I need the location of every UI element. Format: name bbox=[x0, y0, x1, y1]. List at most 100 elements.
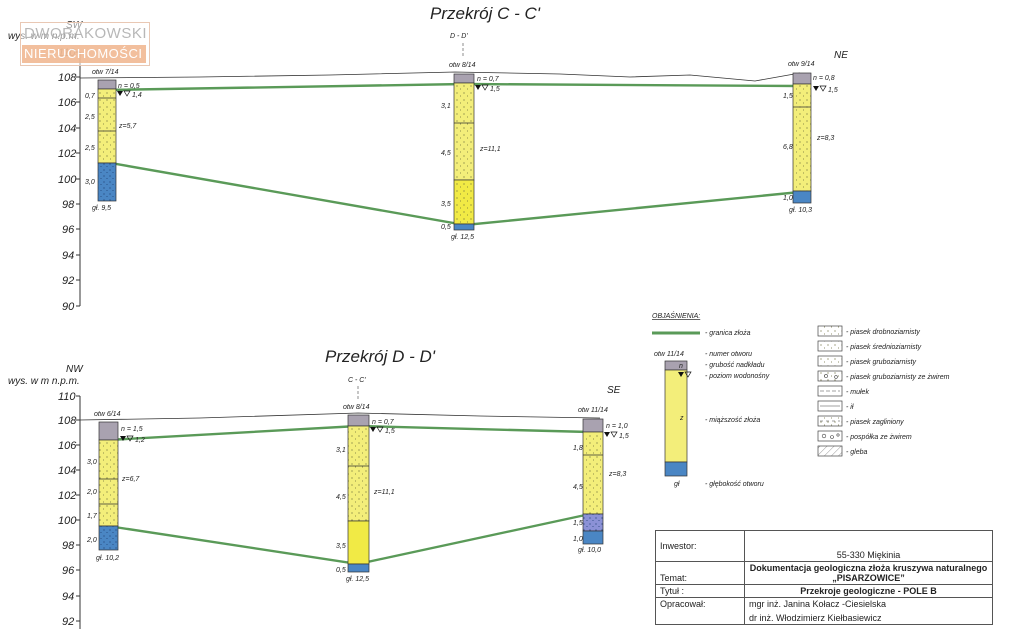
investor-address: 55-330 Miękinia bbox=[744, 530, 993, 562]
section-d-left-direction: NW bbox=[66, 364, 84, 375]
section-d-right-direction: SE bbox=[607, 385, 621, 396]
legend-lithology: - gleba bbox=[846, 449, 868, 456]
deposit-texture bbox=[99, 440, 118, 526]
deposit-thickness: z=8,3 bbox=[608, 471, 626, 478]
deposit-thickness: z=11,1 bbox=[479, 146, 501, 153]
water-zone-layer bbox=[453, 223, 475, 231]
section-d-crossref: C - C' bbox=[348, 377, 366, 384]
legend-sample-label: - grubość nadkładu bbox=[705, 362, 765, 369]
water-level-value: 1,4 bbox=[132, 92, 142, 99]
layer-thickness: 6,8 bbox=[783, 144, 793, 151]
deposit-texture bbox=[454, 83, 474, 180]
overburden-layer bbox=[347, 414, 370, 427]
deposit-thickness: z=8,3 bbox=[816, 135, 834, 142]
borehole-depth: gł. 9,5 bbox=[92, 205, 111, 212]
layer-thickness: 0,5 bbox=[336, 567, 346, 574]
tick-label: 110 bbox=[58, 391, 76, 403]
water-zone-texture bbox=[99, 526, 118, 550]
deposit-texture bbox=[793, 84, 811, 191]
title-block-row: Inwestor: 55-330 Miękinia bbox=[655, 530, 993, 562]
layer-thickness: 1,5 bbox=[573, 520, 583, 527]
water-level-icon bbox=[678, 372, 684, 377]
legend-sample-label: - numer otworu bbox=[705, 351, 752, 358]
legend-sample-z: z bbox=[679, 415, 684, 422]
overburden-layer bbox=[582, 418, 604, 433]
legend-sample-name: otw 11/14 bbox=[654, 351, 684, 358]
section-c-top-boundary bbox=[104, 82, 801, 92]
soil-swatch bbox=[817, 445, 843, 457]
topic-line2: „PISARZOWICE” bbox=[832, 573, 905, 583]
title-block: Inwestor: 55-330 Miękinia Temat: Dokumen… bbox=[655, 530, 993, 625]
overburden-layer bbox=[792, 72, 812, 85]
fine-sand-swatch bbox=[817, 325, 843, 337]
layer-thickness: 1,7 bbox=[87, 513, 98, 520]
layer-thickness: 2,5 bbox=[84, 114, 95, 121]
title-value: Przekroje geologiczne - POLE B bbox=[744, 584, 993, 598]
tick-label: 102 bbox=[58, 490, 76, 502]
borehole-name: otw 9/14 bbox=[788, 61, 815, 68]
deposit-thickness: z=11,1 bbox=[373, 489, 395, 496]
borehole-depth: gł. 10,0 bbox=[578, 547, 601, 554]
tick-label: 92 bbox=[62, 275, 74, 287]
tick-label: 102 bbox=[58, 148, 76, 160]
tick-label: 104 bbox=[58, 123, 76, 135]
layer-thickness: 2,5 bbox=[84, 145, 95, 152]
section-d-title: Przekrój D - D' bbox=[325, 347, 436, 366]
tick-label: 98 bbox=[62, 540, 75, 552]
legend-sample-overburden bbox=[664, 360, 688, 371]
legend-sample-deposit bbox=[664, 369, 688, 463]
authors-label: Opracował: bbox=[655, 597, 745, 625]
water-zone-texture bbox=[98, 163, 116, 201]
water-level-outline-icon bbox=[376, 426, 384, 433]
layer-thickness: 4,5 bbox=[573, 484, 583, 491]
author-1: mgr inż. Janina Kołacz -Ciesielska bbox=[749, 599, 887, 609]
water-level-icon bbox=[120, 436, 126, 441]
water-level-outline-icon bbox=[684, 371, 692, 378]
topic-line1: Dokumentacja geologiczna złoża kruszywa … bbox=[749, 563, 988, 573]
layer-thickness: 1,5 bbox=[783, 93, 793, 100]
layer-thickness: 3,0 bbox=[87, 459, 97, 466]
borehole-6-14: otw 6/14 n = 1,5 1,2 z=6,7 3,0 2,0 1,7 2… bbox=[86, 411, 145, 562]
water-level-outline-icon bbox=[610, 431, 618, 438]
overburden-layer bbox=[98, 421, 119, 441]
section-d-d: Przekrój D - D' NW wys. w m n.p.m. SE C … bbox=[8, 347, 629, 629]
water-level-value: 1,5 bbox=[828, 87, 838, 94]
watermark-line2: NIERUCHOMOŚCI bbox=[22, 45, 146, 63]
overburden-layer bbox=[97, 79, 117, 90]
water-level-outline-icon bbox=[123, 90, 131, 97]
layer-thickness: 1,0 bbox=[783, 195, 793, 202]
water-level-value: 1,2 bbox=[135, 437, 145, 444]
water-level-outline-icon bbox=[481, 84, 489, 91]
tick-label: 96 bbox=[62, 224, 75, 236]
gravel-mark bbox=[830, 435, 834, 439]
borehole-depth: gł. 12,5 bbox=[346, 576, 369, 583]
tick-label: 108 bbox=[58, 415, 77, 427]
section-c-crossref: D - D' bbox=[450, 33, 468, 40]
layer-thickness: 3,5 bbox=[336, 543, 346, 550]
water-level-value: 1,5 bbox=[490, 86, 500, 93]
overburden-label: n = 1,0 bbox=[606, 423, 628, 430]
tick-label: 108 bbox=[58, 72, 77, 84]
overburden-label: n = 0,7 bbox=[372, 419, 395, 426]
legend-title: OBJAŚNIENIA: bbox=[652, 311, 700, 320]
layer-thickness: 0,5 bbox=[441, 224, 451, 231]
layer-thickness: 1,0 bbox=[573, 536, 583, 543]
borehole-name: otw 7/14 bbox=[92, 69, 119, 76]
borehole-depth: gł. 10,3 bbox=[789, 207, 812, 214]
gravel-mark bbox=[821, 433, 827, 439]
layer-thickness: 3,5 bbox=[441, 201, 451, 208]
tick-label: 96 bbox=[62, 565, 75, 577]
tick-label: 94 bbox=[62, 250, 74, 262]
borehole-8-14-c: otw 8/14 n = 0,7 1,5 z=11,1 3,1 4,5 3,5 … bbox=[441, 62, 501, 241]
author-2: dr inż. Włodzimierz Kiełbasiewicz bbox=[749, 613, 882, 623]
layer-thickness: 4,5 bbox=[441, 150, 451, 157]
investor-label: Inwestor: bbox=[655, 530, 745, 562]
legend-sample-label: - głębokość otworu bbox=[705, 481, 764, 488]
legend-sample-depth: gł bbox=[674, 481, 680, 488]
title-block-row: Opracował: mgr inż. Janina Kołacz -Ciesi… bbox=[655, 597, 993, 625]
water-level-value: 1,5 bbox=[385, 428, 395, 435]
coarse-sand-swatch bbox=[817, 355, 843, 367]
legend-sample-n: n bbox=[679, 363, 683, 370]
layer-thickness: 2,0 bbox=[86, 489, 97, 496]
layer-thickness: 3,1 bbox=[336, 447, 346, 454]
